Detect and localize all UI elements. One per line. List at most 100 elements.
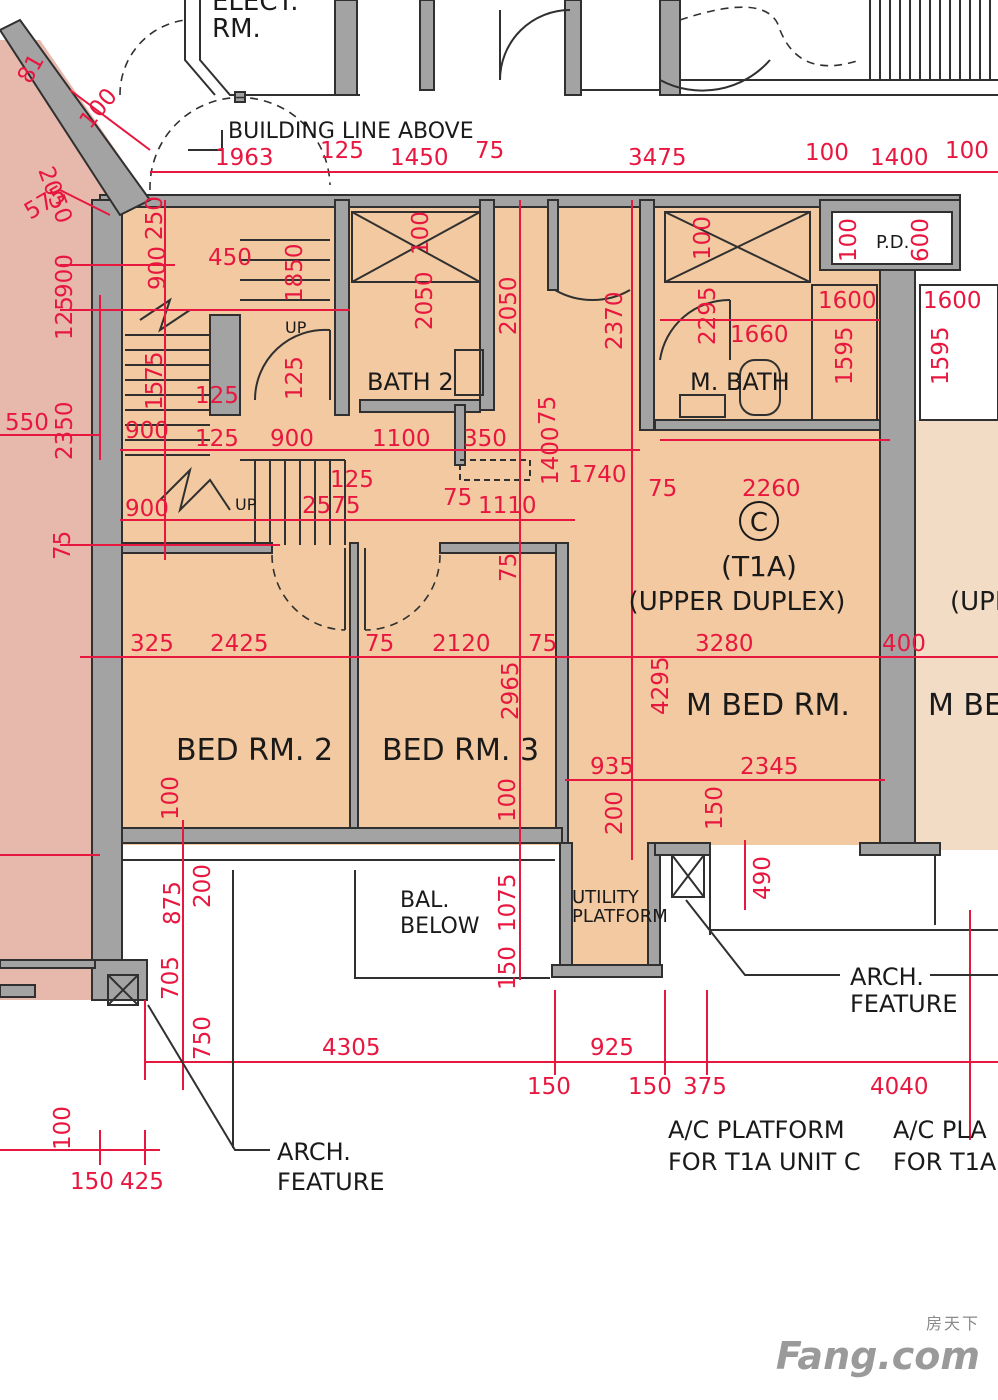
dimension: 2425 (210, 631, 269, 657)
dimension: 150 (628, 1074, 672, 1100)
unit-type-label: (T1A) (721, 550, 797, 583)
dimension: 1400 (538, 426, 564, 485)
platform-label: PLATFORM (572, 906, 668, 927)
dimension: 2370 (602, 291, 628, 350)
dimension: 75 (535, 396, 561, 425)
dimension: 1400 (870, 145, 929, 171)
dimension: 75 (475, 138, 504, 164)
left-unit-fill (0, 40, 150, 1000)
dimension: 1450 (390, 145, 449, 171)
dimension-text: 1963 125 1450 75 3475 100 1400 100 450 9… (5, 50, 989, 1195)
dimension: 75 (528, 631, 557, 657)
dimension: 200 (602, 791, 628, 835)
staircase (125, 239, 346, 545)
ac-platform-partial-1: A/C PLA (893, 1116, 987, 1144)
ac-platform-label-2: FOR T1A UNIT C (668, 1148, 861, 1176)
arch-feature-left-1: ARCH. (277, 1138, 351, 1166)
dimension: 125 (330, 467, 374, 493)
dimension: 1600 (818, 288, 877, 314)
dimension: 2350 (52, 401, 78, 460)
dimension: 900 (125, 418, 169, 444)
dimension: 2965 (498, 661, 524, 720)
unit-letter-circle (739, 501, 779, 541)
dimension: 1850 (282, 243, 308, 302)
upper-duplex-label: (UPPER DUPLEX) (629, 587, 846, 617)
dimension: 125 (320, 138, 364, 164)
dimension: 1595 (832, 326, 858, 385)
dimension: 935 (590, 754, 634, 780)
dimension: 1740 (568, 462, 627, 488)
dimension: 250 (142, 196, 168, 240)
watermark-cn: 房天下 (925, 1314, 980, 1333)
unit-c-main-fill (120, 205, 880, 845)
dimension: 1600 (923, 288, 982, 314)
dimension: 125 (52, 296, 78, 340)
room-labels: ELECT. RM. BUILDING LINE ABOVE BATH 2 M.… (176, 0, 998, 1196)
dimension: 75 (443, 485, 472, 511)
dimension: 75 (365, 631, 394, 657)
dimension: 100 (945, 138, 989, 164)
dimension: 100 (50, 1106, 76, 1150)
dimension: 2050 (496, 276, 522, 335)
m-bed-partial: M BE (928, 688, 998, 723)
dimension: 3280 (695, 631, 754, 657)
dimension: 350 (463, 426, 507, 452)
up-label-lower: UP (235, 495, 257, 514)
arch-feature-left-2: FEATURE (277, 1168, 385, 1196)
bal-label: BAL. (400, 888, 449, 913)
dimension: 100 (158, 776, 184, 820)
dimension: 2295 (695, 286, 721, 345)
elect-rm-label: ELECT. (212, 0, 299, 17)
dimension: 2050 (412, 271, 438, 330)
dimension: 100 (836, 218, 862, 262)
upper-duplex-partial: (UPP (950, 587, 998, 617)
dimension: 150 (702, 786, 728, 830)
dimension: 75 (648, 476, 677, 502)
dimension: 150 (70, 1169, 114, 1195)
dimension: 100 (495, 778, 521, 822)
dimension: 1575 (142, 351, 168, 410)
dimension: 3475 (628, 145, 687, 171)
dimension: 705 (158, 956, 184, 1000)
utility-platform-fill (560, 845, 660, 965)
dimension: 4295 (648, 656, 674, 715)
dimension: 100 (690, 216, 716, 260)
dimension: 425 (120, 1169, 164, 1195)
dimension: 125 (282, 356, 308, 400)
rm-label: RM. (212, 14, 261, 44)
dimension: 925 (590, 1035, 634, 1061)
dimension: 2345 (740, 754, 799, 780)
dimension: 900 (52, 254, 78, 298)
unit-letter: C (750, 508, 768, 538)
dimension: 490 (750, 856, 776, 900)
dimension: 400 (882, 631, 926, 657)
dimension: 1110 (478, 493, 537, 519)
dimension: 125 (195, 383, 239, 409)
dimension: 100 (805, 140, 849, 166)
ac-platform-label-1: A/C PLATFORM (668, 1116, 845, 1144)
room-fills (0, 40, 998, 1000)
dimension: 600 (908, 218, 934, 262)
left-wall (91, 199, 123, 1001)
dimension: 2120 (432, 631, 491, 657)
dimension: 325 (130, 631, 174, 657)
bed3-label: BED RM. 3 (382, 733, 539, 768)
dimension: 1075 (495, 873, 521, 932)
dimension: 1963 (215, 145, 274, 171)
dimension: 75 (496, 553, 522, 582)
bath2-label: BATH 2 (367, 368, 454, 396)
dimension: 900 (270, 426, 314, 452)
dimension: 75 (50, 531, 76, 560)
m-bath-label: M. BATH (690, 368, 790, 396)
dimension: 125 (195, 426, 239, 452)
dimension: 450 (208, 245, 252, 271)
below-label: BELOW (400, 914, 480, 939)
dimension: 150 (495, 946, 521, 990)
dimension: 200 (190, 864, 216, 908)
utility-label: UTILITY (572, 887, 640, 908)
up-label-upper: UP (285, 318, 307, 337)
dimension: 100 (408, 211, 434, 255)
dimension: 900 (145, 246, 171, 290)
pd-label: P.D. (876, 232, 909, 253)
